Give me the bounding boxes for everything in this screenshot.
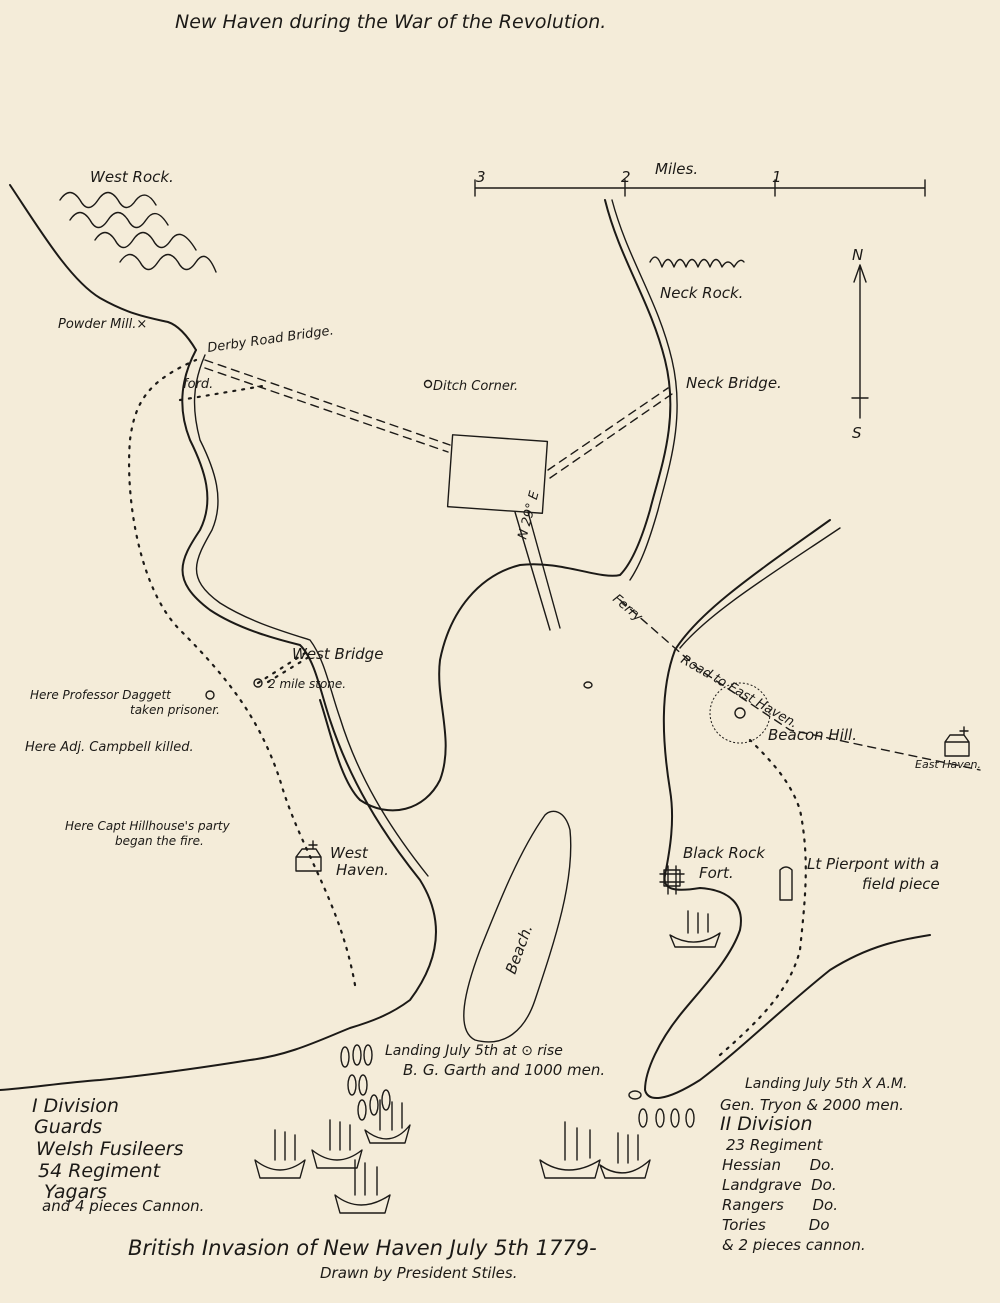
east-shore bbox=[644, 519, 931, 1100]
division-2-item: 23 Regiment bbox=[726, 1136, 824, 1154]
label-west-haven-2: Haven. bbox=[336, 861, 389, 879]
scale-bar: 3 2 1 Miles. bbox=[474, 160, 926, 197]
division-2-list: II Division 23 Regiment Hessian Do. Land… bbox=[720, 1113, 866, 1254]
division-2-item: Hessian Do. bbox=[722, 1156, 835, 1174]
map-caption: British Invasion of New Haven July 5th 1… bbox=[128, 1236, 597, 1260]
derby-road bbox=[204, 359, 451, 453]
compass-south: S bbox=[852, 424, 862, 442]
division-1-item: Guards bbox=[34, 1116, 102, 1138]
scale-label: Miles. bbox=[655, 160, 698, 178]
label-west-rock: West Rock. bbox=[90, 168, 174, 186]
scale-tick-1: 1 bbox=[772, 168, 782, 186]
label-derby-road-bridge: Derby Road Bridge. bbox=[206, 323, 334, 356]
west-river-inner bbox=[193, 354, 429, 877]
ditch-corner-marker bbox=[423, 379, 433, 389]
label-west-haven-1: West bbox=[330, 844, 369, 862]
west-river-outer bbox=[0, 349, 437, 1091]
neck-road bbox=[547, 387, 673, 479]
note-pierpont-2: field piece bbox=[862, 875, 940, 893]
division-2-item: Rangers Do. bbox=[722, 1196, 838, 1214]
label-black-rock-2: Fort. bbox=[699, 864, 734, 882]
note-landing-east-1: Landing July 5th X A.M. bbox=[745, 1076, 907, 1092]
small-marker bbox=[583, 681, 593, 689]
note-daggett-1: Here Professor Daggett bbox=[30, 688, 172, 702]
division-2-item: & 2 pieces cannon. bbox=[722, 1236, 866, 1254]
label-road-east-haven: Road to East Haven. bbox=[678, 652, 800, 731]
ship-icons bbox=[254, 910, 721, 1214]
west-haven-church-icon bbox=[295, 840, 322, 872]
label-ferry: Ferry bbox=[609, 592, 645, 625]
road-to-south bbox=[514, 511, 561, 631]
ford-path bbox=[178, 383, 270, 402]
north-arrow-icon: N S bbox=[851, 246, 869, 442]
label-neck-bridge: Neck Bridge. bbox=[686, 374, 782, 392]
mill-river bbox=[611, 199, 678, 581]
road-east-haven-line bbox=[619, 599, 981, 771]
label-beach: Beach. bbox=[502, 922, 536, 976]
division-1-item: I Division bbox=[32, 1095, 119, 1117]
harbor-west-shore bbox=[319, 199, 672, 812]
label-neck-rock: Neck Rock. bbox=[660, 284, 743, 302]
note-hillhouse-1: Here Capt Hillhouse's party bbox=[65, 819, 231, 833]
label-west-bridge: West Bridge bbox=[292, 645, 383, 663]
scale-tick-2: 2 bbox=[621, 168, 631, 186]
label-ford: ford. bbox=[183, 377, 213, 392]
neck-rock-hachures bbox=[649, 256, 745, 268]
mile-stone-marker bbox=[253, 678, 263, 688]
note-landing-west-1: Landing July 5th at ⊙ rise bbox=[385, 1043, 563, 1059]
mile-stone-path bbox=[256, 648, 314, 685]
label-ditch-corner: Ditch Corner. bbox=[433, 379, 518, 394]
british-march-west bbox=[127, 358, 357, 987]
note-campbell: Here Adj. Campbell killed. bbox=[25, 740, 194, 755]
scale-tick-3: 3 bbox=[476, 168, 486, 186]
division-1-item: and 4 pieces Cannon. bbox=[42, 1197, 204, 1215]
note-hillhouse-2: began the fire. bbox=[115, 834, 204, 848]
british-march-east bbox=[718, 738, 807, 1057]
note-landing-west-2: B. G. Garth and 1000 men. bbox=[403, 1061, 605, 1079]
label-powder-mill: Powder Mill.× bbox=[58, 317, 147, 332]
field-piece-icon bbox=[779, 866, 793, 901]
division-1-item: Welsh Fusileers bbox=[36, 1138, 184, 1160]
east-haven-church-icon bbox=[944, 726, 970, 757]
division-2-item: Landgrave Do. bbox=[722, 1176, 837, 1194]
ferry-shore bbox=[679, 527, 841, 649]
map-title: New Haven during the War of the Revoluti… bbox=[175, 11, 606, 33]
label-mile-stone: 2 mile stone. bbox=[268, 677, 346, 691]
black-rock-fort-icon bbox=[659, 865, 685, 895]
label-black-rock-1: Black Rock bbox=[683, 844, 766, 862]
map-subcaption: Drawn by President Stiles. bbox=[320, 1264, 518, 1282]
compass-north: N bbox=[852, 246, 863, 264]
division-1-item: 54 Regiment bbox=[38, 1160, 162, 1182]
west-shore bbox=[9, 184, 197, 351]
landing-boats bbox=[340, 1044, 695, 1128]
division-2-item: II Division bbox=[720, 1113, 813, 1135]
beach bbox=[463, 810, 572, 1043]
division-1-list: I Division Guards Welsh Fusileers 54 Reg… bbox=[32, 1095, 204, 1215]
label-east-haven: East Haven. bbox=[915, 758, 981, 771]
division-2-item: Tories Do bbox=[722, 1216, 830, 1234]
west-rock-hachures bbox=[59, 191, 217, 273]
label-bearing: N 29° E bbox=[515, 489, 542, 541]
beacon-hill-hachure bbox=[709, 682, 771, 744]
division-1-item: Yagars bbox=[44, 1181, 107, 1203]
note-landing-east-2: Gen. Tryon & 2000 men. bbox=[720, 1096, 904, 1114]
beacon-hill-summit bbox=[734, 707, 746, 719]
note-daggett-2: taken prisoner. bbox=[130, 703, 220, 717]
label-beacon-hill: Beacon Hill. bbox=[768, 726, 857, 744]
town-square bbox=[446, 434, 549, 514]
daggett-marker bbox=[205, 690, 215, 700]
note-pierpont-1: Lt Pierpont with a bbox=[807, 855, 939, 873]
